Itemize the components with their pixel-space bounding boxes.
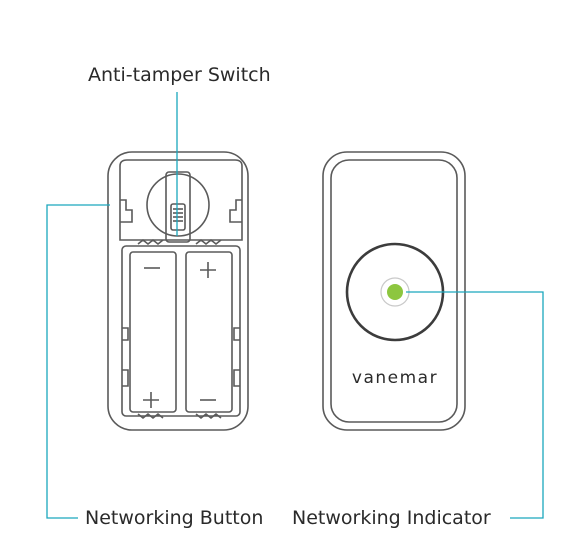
battery-left <box>129 251 177 413</box>
clip-top-right <box>229 199 242 223</box>
label-networking-button: Networking Button <box>85 507 264 529</box>
back-housing <box>107 151 249 431</box>
top-bay-outline <box>119 159 243 241</box>
battery-right <box>185 251 233 413</box>
plus-top-right <box>200 262 216 278</box>
label-networking-indicator: Networking Indicator <box>292 507 491 529</box>
tamper-dial <box>146 173 210 237</box>
brand-logo-text: vanemar <box>352 368 438 388</box>
plus-bottom-left <box>143 392 159 408</box>
networking-indicator-led <box>387 284 403 300</box>
front-housing-outer <box>322 151 466 431</box>
front-housing-inner <box>330 159 458 423</box>
spring-bottom <box>137 412 222 420</box>
clip-mid-right <box>233 327 240 341</box>
battery-bay <box>121 245 241 417</box>
leader-networking-button <box>46 204 110 519</box>
clip-bottom-right <box>233 369 240 387</box>
leader-lines <box>46 92 544 519</box>
device-back <box>107 151 249 431</box>
clip-bottom-left <box>122 369 129 387</box>
label-anti-tamper-switch: Anti-tamper Switch <box>88 64 271 86</box>
clip-mid-left <box>122 327 129 341</box>
leader-networking-indicator <box>406 291 544 519</box>
spring-top <box>137 238 222 246</box>
tamper-switch-body <box>165 171 191 243</box>
clip-top-left <box>120 199 133 223</box>
tamper-switch-knob <box>170 203 186 231</box>
